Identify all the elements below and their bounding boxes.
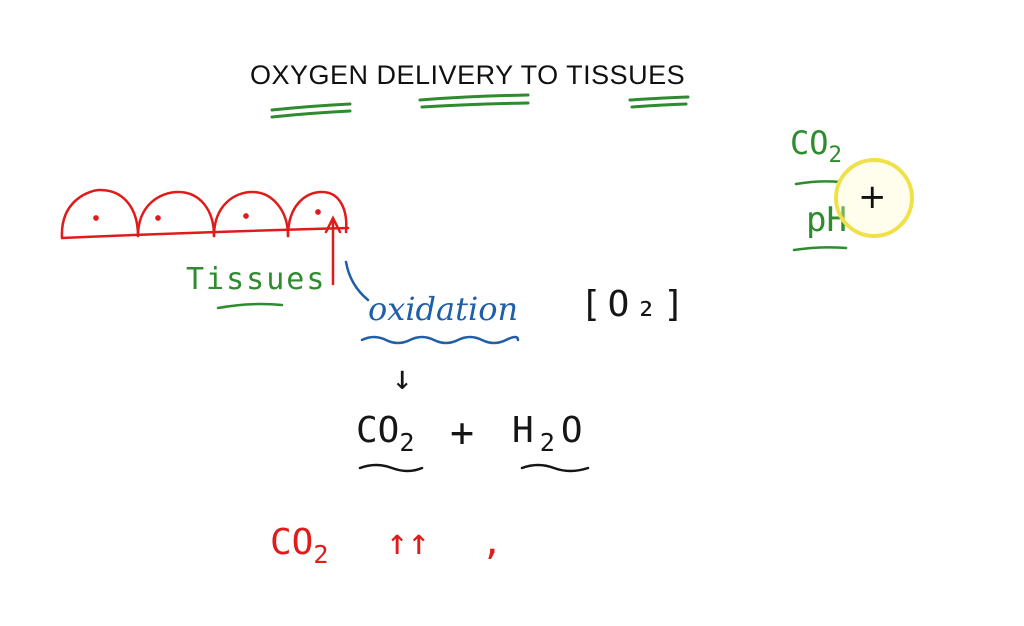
tissues-underline — [216, 302, 284, 310]
co2-underline — [358, 463, 424, 473]
h2o-o: O — [560, 410, 589, 451]
co2-increase-label: CO2 ↑↑ , — [270, 522, 503, 569]
h2o-subscript: 2 — [539, 427, 561, 457]
top-right-co2: CO2 — [790, 124, 842, 168]
crosshair-cursor-icon: + — [858, 177, 887, 217]
tissue-cells-drawing — [60, 188, 350, 240]
oxidation-underline — [360, 335, 520, 345]
title-underlines — [270, 93, 690, 119]
h2o-h: H — [512, 410, 540, 451]
page-title: OXYGEN DELIVERY TO TISSUES — [250, 60, 686, 90]
oxidation-connector — [344, 260, 370, 302]
plus-sign: + — [450, 410, 475, 456]
co2-red-subscript: 2 — [313, 539, 329, 569]
down-arrow: ↓ — [392, 358, 413, 398]
tissue-arrow — [324, 215, 342, 286]
co2-red-text: CO — [270, 522, 314, 563]
trailing-comma: , — [481, 522, 503, 563]
increase-arrows: ↑↑ — [386, 522, 430, 563]
h2o-underline — [520, 463, 590, 473]
cursor-highlight — [834, 158, 914, 238]
co2-text: CO — [356, 410, 400, 451]
h2o-product: H2O — [512, 410, 589, 457]
oxygen-bracket-label: [O₂] — [580, 284, 691, 325]
tissues-label: Tissues — [186, 262, 327, 297]
oxidation-label: oxidation — [368, 290, 519, 328]
co2-subscript: 2 — [399, 427, 415, 457]
top-right-co2-subscript: 2 — [828, 141, 843, 168]
co2-product: CO2 — [356, 410, 415, 457]
top-right-co2-text: CO — [790, 124, 829, 162]
